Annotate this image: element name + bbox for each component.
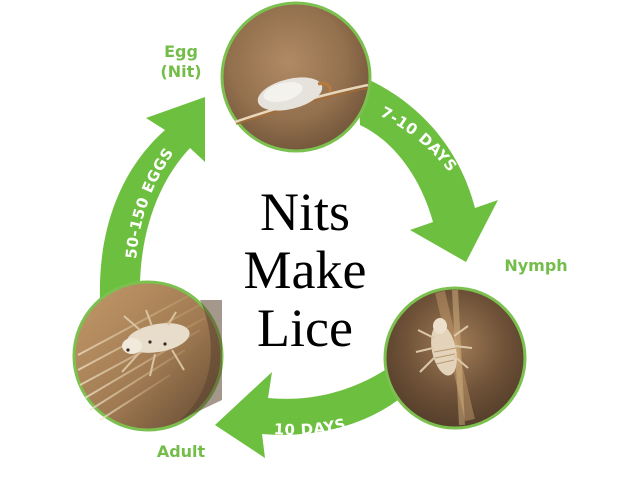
egg-photo	[220, 1, 372, 153]
arrow-nymph-to-adult	[215, 370, 398, 458]
title-line-1: Nits	[259, 182, 351, 242]
title-line-3: Lice	[257, 298, 353, 358]
egg-label-line1: Egg	[164, 42, 198, 61]
arrow-adult-to-egg	[99, 97, 205, 300]
stage-label-nymph: Nymph	[504, 256, 568, 275]
title-line-2: Make	[243, 240, 367, 300]
arrow-egg-to-nymph	[358, 75, 498, 262]
egg-label-line2: (Nit)	[160, 62, 202, 81]
stage-label-adult: Adult	[156, 442, 206, 461]
center-title: Nits Make Lice	[200, 183, 410, 357]
adult-photo	[72, 280, 224, 432]
nymph-photo	[383, 286, 527, 430]
stage-label-egg: Egg (Nit)	[142, 42, 220, 82]
